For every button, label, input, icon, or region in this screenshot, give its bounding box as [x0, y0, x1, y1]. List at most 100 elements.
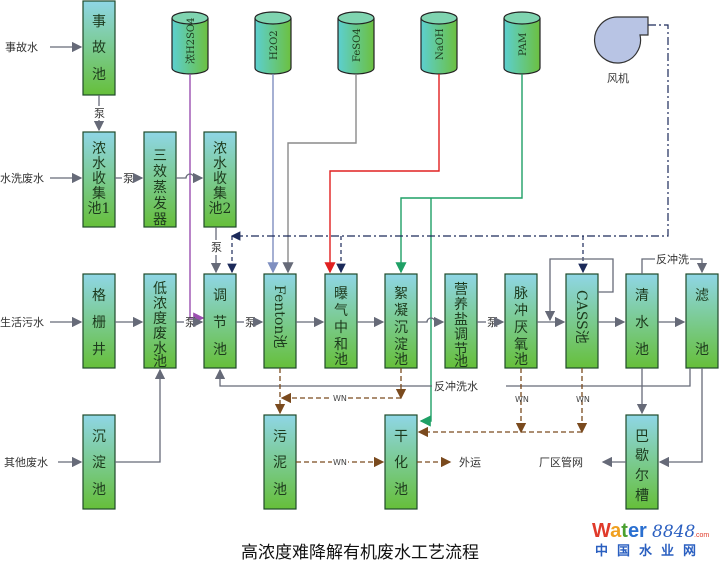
unit-triple-evaporator: 三 效 蒸 发 器: [143, 131, 177, 228]
svg-text:池: 池: [92, 482, 106, 498]
unit-conc-pool-1: 浓 水 收 集 池1: [82, 131, 116, 228]
chemical-tank-naoh: NaOH: [420, 11, 458, 75]
pump-label: 泵: [487, 316, 498, 329]
svg-text:尔: 尔: [635, 468, 649, 484]
unit-adjust-pool: 调 节 池: [203, 273, 237, 369]
svg-text:废: 废: [153, 326, 167, 342]
unit-settling-pool: 沉 淀 池: [82, 414, 116, 510]
chemical-tank-pam: PAM: [503, 11, 541, 75]
svg-text:度: 度: [153, 311, 167, 327]
unit-clear-pool: 清 水 池: [625, 273, 659, 369]
svg-text:池: 池: [213, 342, 227, 358]
pam-dose-line: [395, 74, 523, 274]
feso4-dose-line: [282, 74, 357, 274]
svg-text:淀: 淀: [92, 455, 106, 471]
chemical-tank-h2o2: H2O2: [254, 11, 292, 75]
flow-arrow: [417, 316, 445, 328]
water8848-logo: Water 8848 .com 中国水业网: [592, 520, 709, 559]
unit-coag-pool: 絮 凝 沉 淀 池: [384, 273, 418, 369]
input-accident-water: 事故水: [5, 40, 38, 54]
svg-text:盐: 盐: [454, 312, 468, 328]
svg-text:浓: 浓: [92, 141, 106, 157]
export-label: 外运: [459, 456, 481, 469]
label-bg: [432, 380, 506, 392]
svg-text:集: 集: [92, 185, 106, 202]
svg-text:器: 器: [153, 212, 167, 228]
svg-text:曝: 曝: [334, 286, 348, 302]
logo-subtitle: 中国水业网: [595, 543, 705, 559]
svg-text:养: 养: [454, 297, 468, 313]
unit-pulse-anaerobic-pool: 脉 冲 厌 氧 池: [504, 273, 538, 369]
svg-text:井: 井: [92, 342, 106, 358]
unit-parshall-flume: 巴 歇 尔 槽: [625, 414, 659, 510]
unit-label: CASS池: [573, 290, 589, 344]
pump-label: 泵: [245, 316, 256, 329]
svg-text:低: 低: [153, 281, 167, 297]
wn-label: WN: [515, 395, 529, 404]
pump-label: 泵: [94, 107, 105, 120]
wn-label: WN: [333, 458, 347, 467]
svg-text:池: 池: [153, 354, 167, 370]
svg-text:池: 池: [334, 352, 348, 368]
svg-text:化: 化: [394, 455, 408, 471]
unit-low-conc-pool: 低 浓 度 废 水 池: [143, 273, 177, 370]
svg-text:节: 节: [454, 342, 468, 358]
svg-text:浓: 浓: [153, 296, 167, 312]
unit-aeration-pool: 曝 气 中 和 池: [324, 273, 358, 369]
svg-text:脉: 脉: [514, 286, 528, 302]
svg-text:氧: 氧: [514, 337, 528, 353]
svg-text:节: 节: [213, 315, 227, 331]
chemical-tank-feso4: FeSO4: [337, 11, 375, 75]
svg-text:沉: 沉: [394, 320, 408, 336]
unit-label: 事: [92, 14, 106, 30]
svg-text:槽: 槽: [635, 488, 649, 504]
svg-text:浓: 浓: [213, 141, 227, 157]
cass-recirculation-line: [544, 258, 614, 322]
svg-text:收: 收: [92, 171, 106, 187]
svg-text:水: 水: [635, 315, 649, 331]
unit-accident-pool: 事 故 池: [82, 0, 116, 96]
svg-text:池: 池: [394, 482, 408, 498]
pump-label: 泵: [123, 172, 134, 185]
svg-text:淀: 淀: [394, 337, 408, 353]
unit-label: Fenton池: [271, 285, 287, 348]
svg-text:污: 污: [273, 429, 287, 445]
svg-text:池: 池: [394, 352, 408, 368]
svg-text:巴: 巴: [635, 429, 649, 445]
tank-label: PAM: [518, 33, 529, 56]
svg-text:池2: 池2: [209, 201, 232, 217]
svg-text:池: 池: [273, 482, 287, 498]
svg-text:歇: 歇: [635, 448, 649, 464]
svg-text:池1: 池1: [88, 201, 111, 217]
h2so4-dose-line: [189, 74, 205, 324]
input-wash-water: 水洗废水: [0, 171, 44, 185]
svg-text:Water: Water: [592, 520, 647, 542]
svg-text:收: 收: [213, 171, 227, 187]
svg-text:格: 格: [92, 288, 106, 304]
svg-text:水: 水: [213, 156, 227, 172]
backwash-label: 反冲洗: [656, 252, 689, 266]
pump-label: 泵: [185, 316, 196, 329]
svg-text:池: 池: [514, 352, 528, 368]
svg-text:效: 效: [153, 164, 167, 180]
svg-text:集: 集: [213, 185, 227, 202]
diagram-title: 高浓度难降解有机废水工艺流程: [241, 543, 479, 563]
wn-label: WN: [576, 395, 590, 404]
wn-label: WN: [333, 394, 347, 403]
pump-label: 泵: [211, 241, 222, 254]
unit-fenton-pool: Fenton池: [263, 273, 297, 369]
plant-network-label: 厂区管网: [539, 455, 583, 469]
svg-text:故: 故: [92, 40, 106, 56]
svg-text:池: 池: [92, 67, 106, 83]
blower-label: 风机: [607, 71, 629, 85]
unit-grille-well: 格 栅 井: [82, 273, 116, 369]
unit-nutrient-pool: 营 养 盐 调 节 池: [444, 273, 478, 370]
unit-conc-pool-2: 浓 水 收 集 池2: [203, 131, 237, 228]
unit-filter-pool: 滤 池: [685, 273, 719, 369]
svg-text:栅: 栅: [92, 315, 106, 331]
naoh-dose-line: [324, 74, 440, 274]
flow-arrow: [176, 172, 204, 184]
svg-text:蒸: 蒸: [153, 180, 167, 196]
logo-number: 8848: [652, 522, 695, 542]
svg-text:池: 池: [635, 342, 649, 358]
